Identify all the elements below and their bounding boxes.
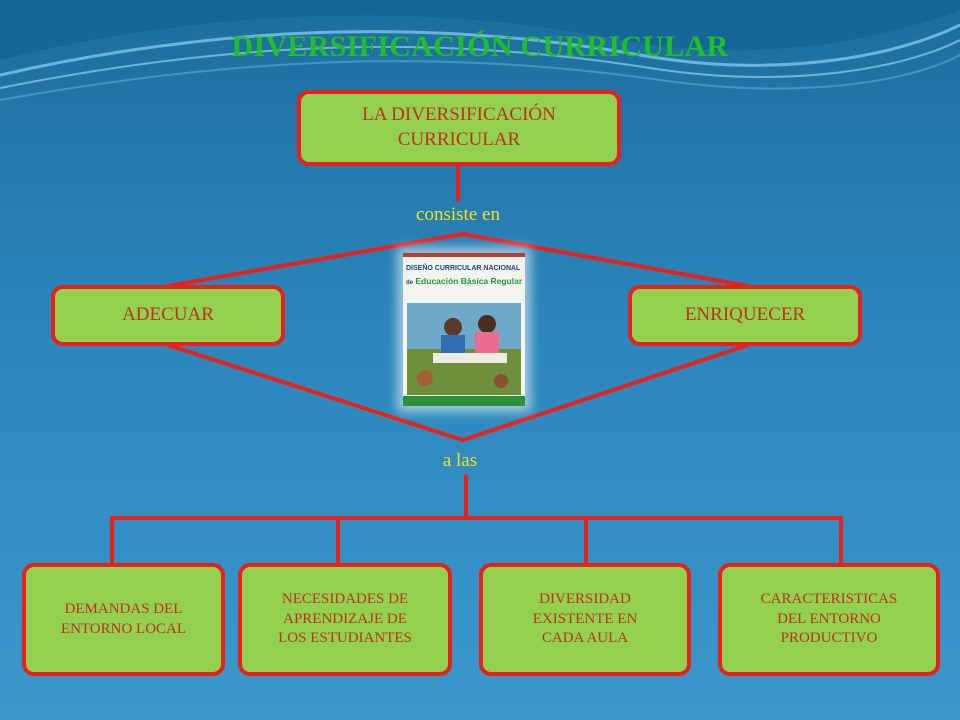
root-line-1: LA DIVERSIFICACIÓN	[362, 104, 556, 126]
background-waves	[0, 0, 960, 101]
book-title-line-2: de Educación Básica Regular	[406, 276, 522, 286]
page-title: DIVERSIFICACIÓN CURRICULAR	[231, 30, 729, 63]
book-title-line-1: DISEÑO CURRICULAR NACIONAL	[406, 265, 521, 272]
root-line-2: CURRICULAR	[397, 129, 521, 150]
target-box-necesidades: NECESIDADES DE APRENDIZAJE DE LOS ESTUDI…	[238, 563, 452, 676]
adecuar-box: ADECUAR	[51, 285, 285, 346]
target-3-line-3: CADA AULA	[541, 630, 629, 647]
target-2-line-1: NECESIDADES DE	[281, 591, 409, 608]
enriquecer-box: ENRIQUECER	[628, 285, 862, 346]
target-box-caracteristicas: CARACTERISTICAS DEL ENTORNO PRODUCTIVO	[718, 563, 940, 676]
book-cover-illustration	[403, 253, 525, 406]
book-title-main: Educación Básica Regular	[415, 276, 523, 286]
target-box-demandas: DEMANDAS DEL ENTORNO LOCAL	[22, 563, 225, 676]
target-box-diversidad: DIVERSIDAD EXISTENTE EN CADA AULA	[479, 563, 691, 676]
target-2-line-2: APRENDIZAJE DE	[283, 610, 407, 627]
target-1-line-1: DEMANDAS DEL	[64, 601, 183, 617]
root-box: LA DIVERSIFICACIÓN CURRICULAR	[297, 90, 621, 166]
enriquecer-label: ENRIQUECER	[684, 304, 806, 326]
target-3-line-1: DIVERSIDAD	[539, 591, 631, 608]
book-title-prefix: de	[406, 280, 414, 286]
target-2-line-3: LOS ESTUDIANTES	[278, 630, 412, 647]
adecuar-label: ADECUAR	[122, 304, 214, 326]
target-4-line-2: DEL ENTORNO	[777, 610, 881, 627]
connector-label-top: consiste en	[416, 204, 500, 225]
connector-label-bottom: a las	[442, 450, 478, 471]
curriculum-book-image: DISEÑO CURRICULAR NACIONAL de Educación …	[403, 253, 525, 406]
target-3-line-2: EXISTENTE EN	[532, 610, 638, 627]
target-1-line-2: ENTORNO LOCAL	[60, 620, 187, 637]
target-4-line-3: PRODUCTIVO	[780, 630, 878, 647]
target-4-line-1: CARACTERISTICAS	[760, 591, 898, 608]
